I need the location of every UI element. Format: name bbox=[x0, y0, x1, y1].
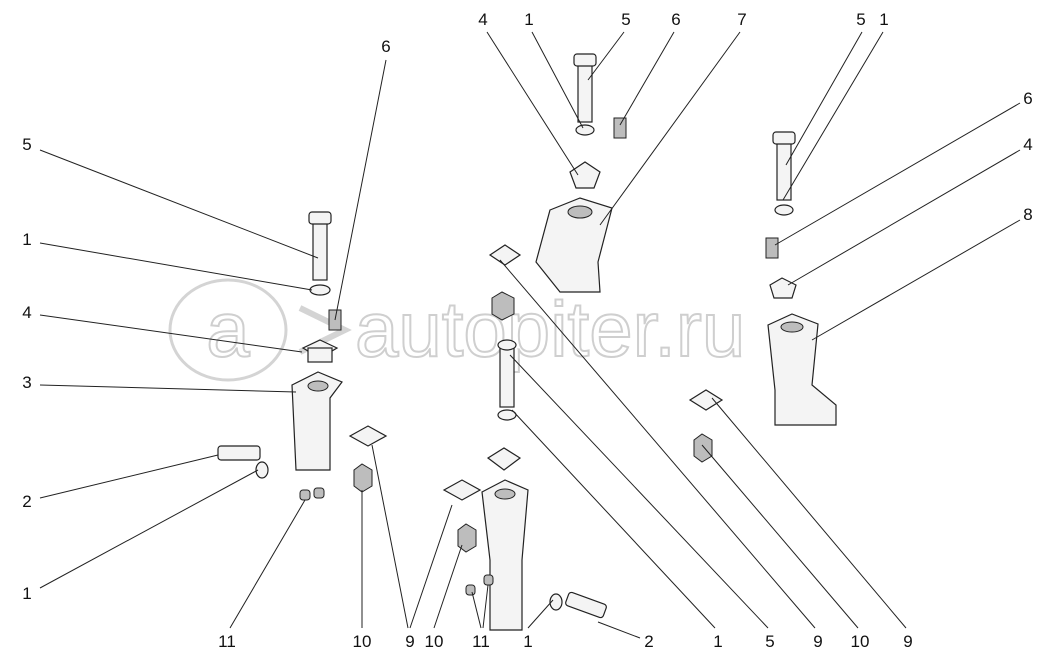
bracket-3-center bbox=[481, 479, 529, 631]
nut-10-right bbox=[693, 433, 713, 463]
washer-1-bottom-left bbox=[255, 461, 269, 479]
bushing-11-center bbox=[465, 584, 476, 596]
bolt-5-center bbox=[499, 344, 515, 408]
bolt-5-top bbox=[577, 59, 593, 123]
bracket-7 bbox=[535, 197, 613, 293]
nut-10-center bbox=[491, 291, 515, 321]
callout-label: 5 bbox=[765, 632, 774, 651]
callout-label: 1 bbox=[22, 230, 31, 249]
callout-label: 9 bbox=[813, 632, 822, 651]
pin-6-top bbox=[613, 117, 627, 139]
right-assembly bbox=[688, 131, 837, 463]
callout-label: 1 bbox=[879, 10, 888, 29]
part-shape bbox=[39, 59, 387, 589]
callout-label: 1 bbox=[524, 10, 533, 29]
callout-label: 6 bbox=[1023, 89, 1032, 108]
watermark-logo-letter: a bbox=[206, 285, 250, 373]
bushing-11-left bbox=[299, 489, 311, 501]
callouts-left: 5 1 4 3 2 1 6 bbox=[22, 37, 390, 603]
cushion-4-top bbox=[569, 161, 601, 189]
bolt-2-left bbox=[217, 445, 261, 461]
nut-10-left bbox=[353, 463, 373, 493]
callout-label: 8 bbox=[1023, 205, 1032, 224]
nut-10-bottom bbox=[457, 523, 477, 553]
left-assembly bbox=[217, 211, 388, 501]
callout-label: 3 bbox=[22, 373, 31, 392]
part-shape bbox=[780, 321, 804, 333]
callout-label: 9 bbox=[405, 632, 414, 651]
part-shape bbox=[494, 488, 516, 500]
callouts-top: 4 1 5 6 7 5 1 bbox=[478, 10, 888, 29]
part-shape bbox=[772, 131, 796, 145]
plate-9-left bbox=[348, 425, 388, 447]
pin-6-right bbox=[765, 237, 779, 259]
callout-label: 5 bbox=[621, 10, 630, 29]
part-shape bbox=[313, 487, 325, 499]
bracket-8 bbox=[767, 313, 837, 426]
part-shape bbox=[307, 347, 333, 363]
watermark-logo-ring bbox=[168, 278, 288, 382]
washer-1-top bbox=[575, 124, 595, 136]
bolt-5-left bbox=[312, 217, 328, 281]
part-shape bbox=[774, 102, 1021, 341]
part-shape bbox=[486, 31, 884, 226]
callout-label: 10 bbox=[425, 632, 444, 651]
part-shape bbox=[483, 574, 494, 586]
callout-label: 4 bbox=[1023, 135, 1032, 154]
bracket-3-left bbox=[291, 371, 343, 471]
callout-label: 1 bbox=[713, 632, 722, 651]
watermark-text: autopiter.ru bbox=[355, 285, 745, 373]
washer-1-left bbox=[309, 284, 331, 296]
part-shape bbox=[573, 53, 597, 67]
part-shape bbox=[229, 259, 907, 639]
bolt-2-bottom bbox=[565, 591, 607, 619]
callout-label: 6 bbox=[381, 37, 390, 56]
cushion-4-center bbox=[486, 447, 522, 471]
washer-1-right bbox=[774, 204, 794, 216]
callout-label: 1 bbox=[523, 632, 532, 651]
part-shape bbox=[308, 211, 332, 225]
callout-label: 6 bbox=[671, 10, 680, 29]
callout-label: 1 bbox=[22, 584, 31, 603]
callouts-right: 6 4 8 bbox=[1023, 89, 1032, 224]
callout-label: 9 bbox=[903, 632, 912, 651]
plate-9-bottom bbox=[442, 479, 482, 501]
callout-label: 4 bbox=[22, 303, 31, 322]
watermark: a autopiter.ru bbox=[168, 278, 746, 382]
callout-label: 4 bbox=[478, 10, 487, 29]
plate-9-right bbox=[688, 389, 724, 411]
washer-1-bottom bbox=[549, 593, 563, 611]
callout-label: 2 bbox=[22, 492, 31, 511]
callouts-bottom: 11 10 9 10 11 1 2 1 5 9 10 9 bbox=[218, 632, 913, 651]
center-assembly bbox=[442, 53, 627, 631]
callout-label: 5 bbox=[856, 10, 865, 29]
callout-label: 11 bbox=[218, 632, 236, 651]
callout-label: 10 bbox=[353, 632, 372, 651]
callout-label: 10 bbox=[851, 632, 870, 651]
callout-label: 7 bbox=[737, 10, 746, 29]
callout-label: 5 bbox=[22, 135, 31, 154]
callout-label: 2 bbox=[644, 632, 653, 651]
part-shape bbox=[497, 339, 517, 351]
plate-9-center bbox=[488, 244, 522, 266]
cushion-4-right bbox=[769, 277, 797, 299]
leader-lines bbox=[39, 31, 1021, 639]
callout-label: 11 bbox=[472, 632, 490, 651]
part-shape bbox=[307, 380, 329, 392]
part-shape bbox=[567, 205, 593, 219]
